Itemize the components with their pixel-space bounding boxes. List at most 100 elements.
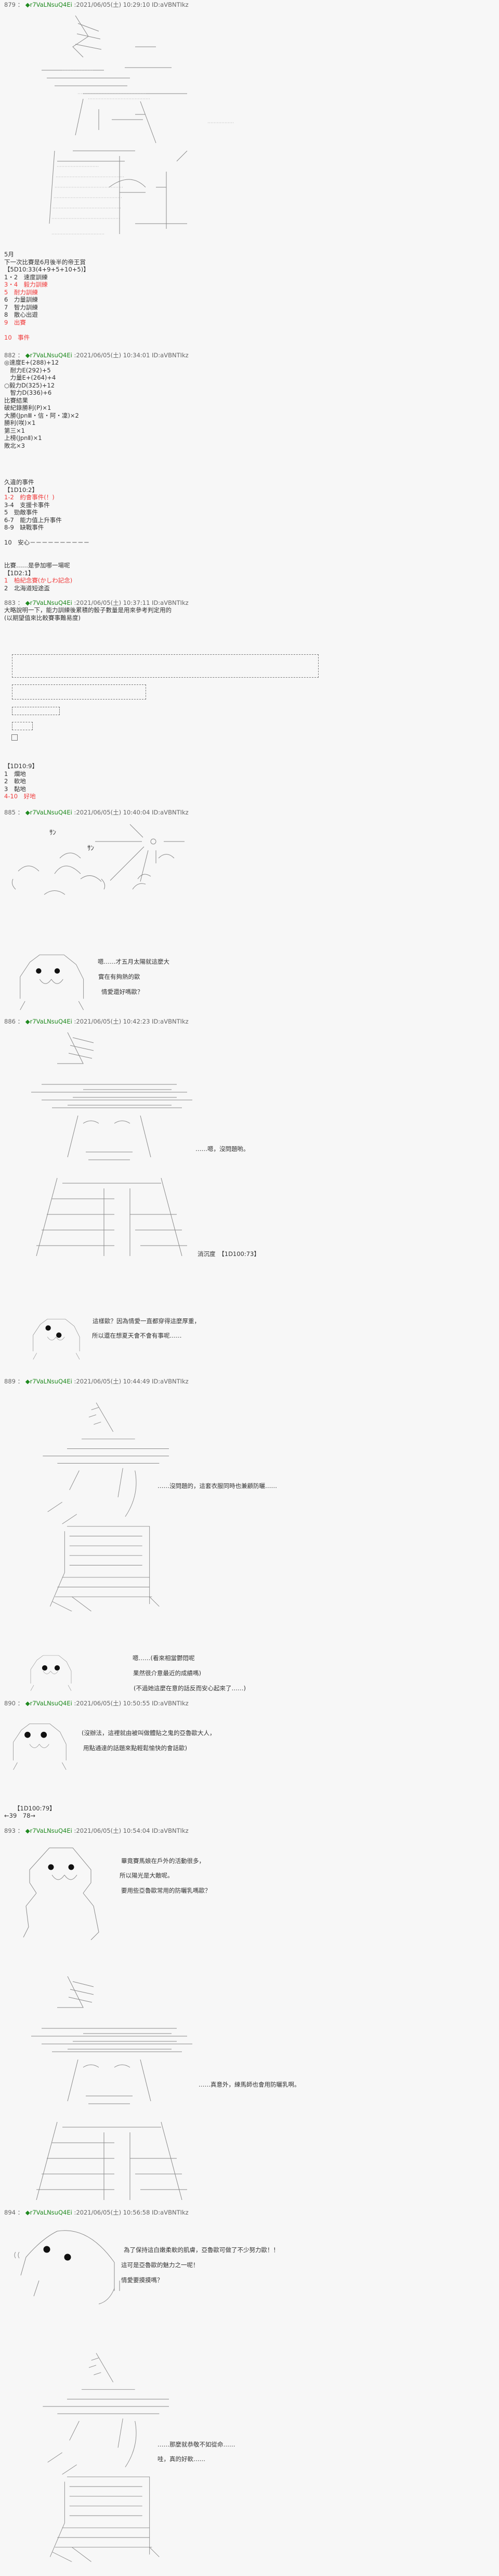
dialogue-line: (沒辦法，這裡就由被叫做體貼之鬼的亞魯歐大人， (82, 1729, 216, 1737)
dialogue-line: 用點通達的話題來點輕鬆愉快的會話歐) (83, 1744, 187, 1752)
yaruo-face-art (26, 1308, 83, 1369)
event-block: 久違的事件 【1D10:2】 1-2 約會事件(！) 3-4 支援卡事件 5 勁… (4, 478, 89, 547)
reply-text: ……真意外，練馬師也會用防曬乳啊。 (199, 2081, 300, 2088)
result-line: 第三×1 (4, 426, 25, 434)
post-meta: :2021/06/05(土) 10:50:55 ID:aVBNTIkz (74, 1700, 189, 1707)
track-item: 3 黏地 (4, 785, 26, 793)
dialogue-line: 嗯……(看來相當鬱悶呢 (133, 1654, 195, 1662)
stat-line: 智力D(336)+6 (4, 389, 52, 396)
stat-line: ○毅力D(325)+12 (4, 381, 55, 389)
result-line: 上榜(JpnⅡ)×1 (4, 434, 42, 442)
event-item: 5 勁敵事件 (4, 509, 38, 516)
month-label: 5月 (4, 251, 14, 258)
post-meta: :2021/06/05(土) 10:56:58 ID:aVBNTIkz (74, 2209, 189, 2216)
track-item-selected: 4-10 好地 (4, 793, 36, 800)
post-879-body: 5月 下一次比賽是6月後半的帝王賞 【5D10:33(4+9+5+10+5)】 … (4, 251, 89, 341)
dice-roll: 【1D10:9】 (4, 762, 38, 770)
poster-trip[interactable]: ◆r7VaLNsuQ4Ei (25, 1700, 72, 1707)
poster-trip[interactable]: ◆r7VaLNsuQ4Ei (25, 1378, 72, 1385)
dialogue-line: 畢竟賽馬娘在戶外的活動很多， (121, 1857, 205, 1865)
reply-text: ……那麼就恭敬不如從命…… (157, 2441, 235, 2448)
track-item: 2 軟地 (4, 778, 26, 785)
option-item-selected: 5 耐力訓練 (4, 288, 38, 296)
dice-roll: 【1D100:79】 (14, 1805, 56, 1812)
option-item-selected: 3・4 毅力訓練 (4, 281, 48, 288)
race-choice-block: 比賽……是參加哪一場呢 【1D2:1】 1 柏紀念賽(かしわ記念) 2 北海道短… (4, 562, 72, 592)
dialogue-line: 所以陽光是大敵呢。 (120, 1872, 174, 1879)
post-number: 882 ： (4, 352, 24, 359)
dice-range: ←39 78→ (4, 1812, 36, 1819)
event-item: 3-4 支援卡事件 (4, 501, 50, 509)
witch-girl-side-art (23, 1399, 169, 1615)
post-882-body: ◎速度E+(288)+12 耐力E(292)+5 力量E+(264)+4 ○毅力… (4, 359, 79, 449)
event-title: 久違的事件 (4, 478, 34, 486)
poster-trip[interactable]: ◆r7VaLNsuQ4Ei (25, 1, 72, 8)
dice-roll: 【1D10:2】 (4, 486, 38, 494)
post-meta: :2021/06/05(土) 10:29:10 ID:aVBNTIkz (74, 1, 189, 8)
post-header-879: 879 ： ◆r7VaLNsuQ4Ei :2021/06/05(土) 10:29… (4, 1, 189, 8)
post-header-882: 882 ： ◆r7VaLNsuQ4Ei :2021/06/05(土) 10:34… (4, 352, 189, 359)
dialogue-line: 情愛要摸摸嗎？ (121, 2276, 163, 2284)
reply-text: ……嗯，沒問題喲。 (195, 1145, 250, 1153)
yaruo-face-art (5, 1719, 70, 1774)
dialogue-line: 所以還在想夏天會不會有事呢…… (92, 1332, 182, 1339)
option-item-selected: 9 出賽 (4, 318, 26, 326)
poster-trip[interactable]: ◆r7VaLNsuQ4Ei (25, 1827, 72, 1834)
result-line: 勝利(咲)×1 (4, 419, 36, 426)
dialogue-line: 要用些亞魯歐常用的防曬乳嗎歐？ (121, 1887, 211, 1894)
dialogue-line: 果然很介意最近的成績嗎) (133, 1669, 201, 1677)
option-item: 7 智力訓練 (4, 303, 38, 311)
dice-frame-tiny (12, 722, 33, 730)
option-item: 1・2 速度訓練 (4, 273, 48, 281)
yaruo-tilted-face-art (14, 2230, 120, 2305)
result-line: 敗北×3 (4, 442, 25, 449)
reply-text: ……沒問題的，這套衣服同時也兼顧防曬…… (157, 1482, 277, 1490)
dice-roll: 【5D10:33(4+9+5+10+5)】 (4, 266, 89, 273)
dialogue-line: 實在有夠熱的歐 (98, 973, 140, 980)
track-block: 【1D10:9】 1 爛地 2 軟地 3 黏地 4-10 好地 (4, 762, 38, 800)
option-item: 6 力量訓練 (4, 296, 38, 303)
dice-frame-small (12, 707, 60, 715)
event-item-selected: 1-2 約會事件(！) (4, 494, 55, 501)
poster-trip[interactable]: ◆r7VaLNsuQ4Ei (25, 1018, 72, 1025)
post-number: 894 ： (4, 2209, 24, 2216)
post-header-890: 890 ： ◆r7VaLNsuQ4Ei :2021/06/05(土) 10:50… (4, 1700, 189, 1707)
race-question: 比賽……是參加哪一場呢 (4, 562, 70, 569)
poster-trip[interactable]: ◆r7VaLNsuQ4Ei (25, 599, 72, 606)
reply-text: 哇，真的好軟…… (157, 2455, 205, 2463)
post-number: 885 ： (4, 809, 24, 816)
post-number: 886 ： (4, 1018, 24, 1025)
post-meta: :2021/06/05(土) 10:44:49 ID:aVBNTIkz (74, 1378, 189, 1385)
poster-trip[interactable]: ◆r7VaLNsuQ4Ei (25, 809, 72, 816)
explanation-line: 大略說明一下，能力訓練後累積的骰子數量是用來參考判定用的 (4, 606, 172, 614)
witch-girl-front-art (10, 1032, 198, 1256)
sfx-text: ｻﾝ (49, 829, 56, 837)
post-meta: :2021/06/05(土) 10:34:01 ID:aVBNTIkz (74, 352, 189, 359)
event-item: 6-7 能力值上升事件 (4, 516, 62, 524)
track-item: 1 爛地 (4, 770, 26, 778)
witch-sitting-art (42, 15, 188, 235)
next-race-text: 下一次比賽是6月後半的帝王賞 (4, 258, 86, 266)
post-number: 879 ： (4, 1, 24, 8)
result-line: 大勝(JpnⅢ・信・阿・凜)×2 (4, 411, 79, 419)
post-number: 889 ： (4, 1378, 24, 1385)
option-item-selected: 10 事件 (4, 333, 30, 341)
race-item-selected: 1 柏紀念賽(かしわ記念) (4, 577, 73, 584)
post-header-894: 894 ： ◆r7VaLNsuQ4Ei :2021/06/05(土) 10:56… (4, 2209, 189, 2216)
ellipsis-art (208, 122, 234, 123)
post-meta: :2021/06/05(土) 10:37:11 ID:aVBNTIkz (74, 599, 189, 606)
option-item: 8 散心出遊 (4, 311, 38, 318)
yaruo-pointing-art (23, 1847, 99, 1940)
yaruo-face-art (10, 952, 88, 1012)
sun-and-clouds-art (11, 824, 185, 895)
witch-girl-front-art (10, 1976, 198, 2200)
post-883-body: 大略說明一下，能力訓練後累積的骰子數量是用來參考判定用的 (以期望值來比較賽事難… (4, 606, 172, 622)
poster-trip[interactable]: ◆r7VaLNsuQ4Ei (25, 352, 72, 359)
dice-frame-medium (12, 684, 146, 700)
dice-frame-square (11, 734, 18, 741)
post-header-889: 889 ： ◆r7VaLNsuQ4Ei :2021/06/05(土) 10:44… (4, 1378, 189, 1385)
dialogue-line: 這樣歐？因為情愛一直都穿得這麼厚重， (93, 1317, 200, 1325)
poster-trip[interactable]: ◆r7VaLNsuQ4Ei (25, 2209, 72, 2216)
result-line: 破紀錄勝利(P)×1 (4, 404, 51, 411)
explanation-line: (以期望值來比較賽事難易度) (4, 614, 81, 622)
